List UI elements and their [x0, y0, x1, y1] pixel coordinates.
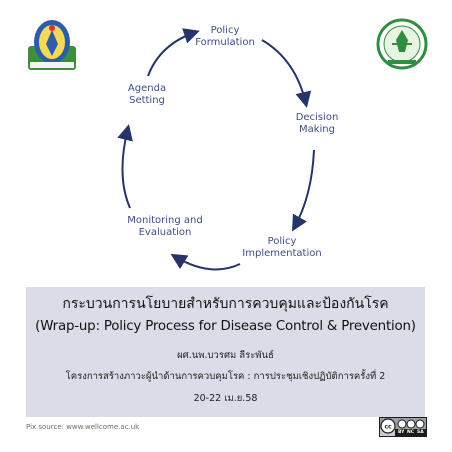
arrow-decision-to-implementation	[292, 149, 315, 232]
node-policy-implementation: Policy Implementation	[236, 236, 328, 260]
author-name: ผศ.นพ.บวรศม ลีระพันธ์	[177, 350, 274, 361]
node-policy-formulation: Policy Formulation	[180, 25, 270, 49]
node-line1: Agenda	[127, 83, 167, 94]
arrow-formulation-to-decision	[261, 39, 312, 108]
arrow-implementation-to-monitoring	[170, 253, 241, 271]
node-line1: Policy	[267, 236, 297, 247]
node-line1: Decision	[295, 112, 339, 123]
node-line2: Formulation	[195, 37, 255, 48]
svg-text:cc: cc	[384, 424, 392, 431]
cycle-arrows	[117, 28, 315, 271]
cc-icon: cc	[380, 418, 426, 436]
project-name: โครงการสร้างภาวะผู้นำด้านการควบคุมโรค : …	[65, 371, 386, 382]
node-line1: Policy	[210, 25, 240, 36]
node-line2: Implementation	[242, 248, 322, 259]
node-line2: Evaluation	[138, 227, 192, 238]
event-date: 20-22 เม.ย.58	[193, 393, 258, 404]
university-logo	[24, 16, 80, 80]
image-source-credit: Pix source: www.wellcome.ac.uk	[26, 423, 140, 431]
cc-sa-label: SA	[417, 430, 424, 435]
node-line2: Setting	[129, 95, 165, 106]
node-line2: Making	[298, 124, 335, 135]
english-title: (Wrap-up: Policy Process for Disease Con…	[35, 319, 416, 334]
title-panel: กระบวนการนโยบายสำหรับการควบคุมและป้องกัน…	[26, 287, 425, 417]
cc-nc-label: NC	[407, 430, 415, 435]
node-line1: Monitoring and	[127, 215, 203, 226]
node-decision-making: Decision Making	[282, 112, 352, 136]
node-agenda-setting: Agenda Setting	[118, 83, 176, 107]
node-monitoring-evaluation: Monitoring and Evaluation	[124, 215, 206, 239]
arrow-monitoring-to-agenda	[117, 124, 133, 209]
policy-cycle-diagram: Policy Formulation Decision Making Polic…	[117, 25, 352, 271]
department-seal-logo	[376, 14, 428, 74]
arrow-agenda-to-formulation	[147, 28, 200, 77]
thai-title: กระบวนการนโยบายสำหรับการควบคุมและป้องกัน…	[62, 296, 389, 312]
creative-commons-badge: cc BY NC SA	[379, 417, 427, 437]
cc-by-label: BY	[398, 430, 405, 435]
